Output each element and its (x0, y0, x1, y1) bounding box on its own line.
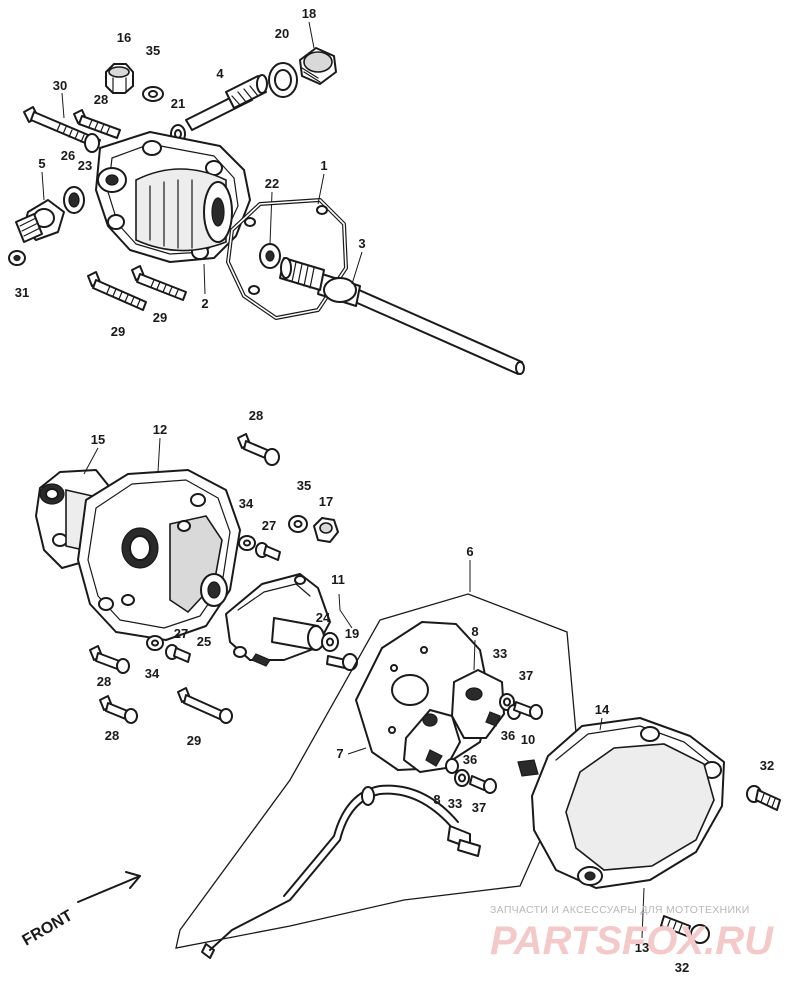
part-31-small-nut (8, 250, 26, 266)
part-13-cover-seal (565, 743, 715, 886)
label-31: 31 (15, 285, 29, 300)
label-35-upper: 35 (146, 43, 160, 58)
label-7: 7 (336, 746, 343, 761)
part-24-washer (321, 632, 339, 652)
part-37-screw-upper (513, 701, 543, 720)
part-5-drive-gear (15, 199, 65, 243)
label-12: 12 (153, 422, 167, 437)
label-1: 1 (320, 158, 327, 173)
label-28-lower-left-1: 28 (97, 674, 111, 689)
label-5: 5 (38, 156, 45, 171)
part-28-bolt-lower-left-2 (99, 695, 138, 724)
part-20-ring (268, 62, 298, 98)
part-17-nut (313, 517, 339, 543)
label-29-upper-left: 29 (111, 324, 125, 339)
label-21: 21 (171, 96, 185, 111)
watermark-brand: PARTSFOX.RU (490, 919, 774, 963)
label-22: 22 (265, 176, 279, 191)
label-18: 18 (302, 6, 316, 21)
part-28-bolt-lower-left-1 (89, 645, 130, 674)
label-4: 4 (216, 66, 224, 81)
front-label: FRONT (20, 907, 76, 949)
part-10-felt (517, 759, 539, 777)
label-2: 2 (201, 296, 208, 311)
label-33-lower: 33 (448, 796, 462, 811)
part-18-plug (299, 47, 337, 85)
label-25: 25 (197, 634, 211, 649)
label-28-upper: 28 (94, 92, 108, 107)
part-8-contact-lower (403, 709, 461, 773)
part-32-screw-bottom (660, 915, 710, 944)
label-11: 11 (331, 572, 345, 587)
label-24: 24 (316, 610, 331, 625)
part-28-bolt-lower-top (237, 433, 280, 466)
label-6: 6 (466, 544, 473, 559)
part-34-washer-lower (146, 635, 164, 651)
label-15: 15 (91, 432, 105, 447)
part-lead-wire (201, 784, 481, 959)
part-30-long-bolt (23, 106, 101, 149)
watermark: ЗАПЧАСТИ И АКСЕССУАРЫ ДЛЯ МОТОТЕХНИКИ PA… (490, 904, 774, 963)
label-16: 16 (117, 30, 131, 45)
label-29-lower: 29 (187, 733, 201, 748)
part-4-shaft-worm-gear (185, 74, 268, 131)
label-35-lower: 35 (297, 478, 311, 493)
label-27-upper: 27 (262, 518, 276, 533)
label-33-upper: 33 (493, 646, 507, 661)
label-13: 13 (635, 940, 649, 955)
part-26-oil-seal (63, 186, 85, 214)
label-23: 23 (78, 158, 92, 173)
part-27-screw-upper (255, 542, 281, 561)
label-8-lower: 8 (433, 792, 440, 807)
part-25-seal (200, 573, 228, 607)
part-8-contact-upper (451, 669, 505, 739)
part-2-main-housing (95, 131, 251, 263)
front-direction-arrow: FRONT (20, 871, 141, 949)
watermark-caption: ЗАПЧАСТИ И АКСЕССУАРЫ ДЛЯ МОТОТЕХНИКИ (490, 904, 750, 916)
part-35-washer-upper (142, 86, 164, 102)
part-36-washer-lower (445, 758, 459, 774)
part-34-washer-upper (238, 535, 256, 551)
group-6-outline (175, 593, 579, 949)
label-34-lower: 34 (145, 666, 160, 681)
label-26: 26 (61, 148, 75, 163)
part-3-drive-shaft (279, 257, 525, 375)
label-20: 20 (275, 26, 289, 41)
label-32-bottom: 32 (675, 960, 689, 975)
label-37-lower: 37 (472, 800, 486, 815)
label-30: 30 (53, 78, 67, 93)
part-29-bolt-upper-left (87, 271, 147, 311)
label-28-lower-top: 28 (249, 408, 263, 423)
part-29-bolt-upper-right (131, 265, 187, 301)
part-16-cap-nut (105, 63, 134, 94)
part-23-o-ring (84, 133, 100, 153)
label-36-upper: 36 (501, 728, 515, 743)
part-29-bolt-lower (177, 687, 233, 724)
label-3: 3 (358, 236, 365, 251)
label-28-lower-left-2: 28 (105, 728, 119, 743)
part-35-washer-lower (288, 515, 308, 533)
label-32-right: 32 (760, 758, 774, 773)
part-12-casing (77, 469, 241, 641)
label-17: 17 (319, 494, 333, 509)
label-37-upper: 37 (519, 668, 533, 683)
label-14: 14 (595, 702, 610, 717)
label-34-upper: 34 (239, 496, 254, 511)
label-29-upper-right: 29 (153, 310, 167, 325)
label-19: 19 (345, 626, 359, 641)
part-22-seal (259, 243, 281, 269)
part-32-screw-right (746, 785, 781, 811)
part-28-short-bolt-upper (73, 109, 121, 139)
part-37-screw-lower (469, 775, 497, 794)
part-11-advancer (225, 573, 331, 667)
part-33-washer-lower (454, 769, 470, 787)
label-36-lower: 36 (463, 752, 477, 767)
label-8-upper: 8 (471, 624, 478, 639)
label-10: 10 (521, 732, 535, 747)
part-27-screw-lower (165, 644, 191, 663)
label-27-lower: 27 (174, 626, 188, 641)
